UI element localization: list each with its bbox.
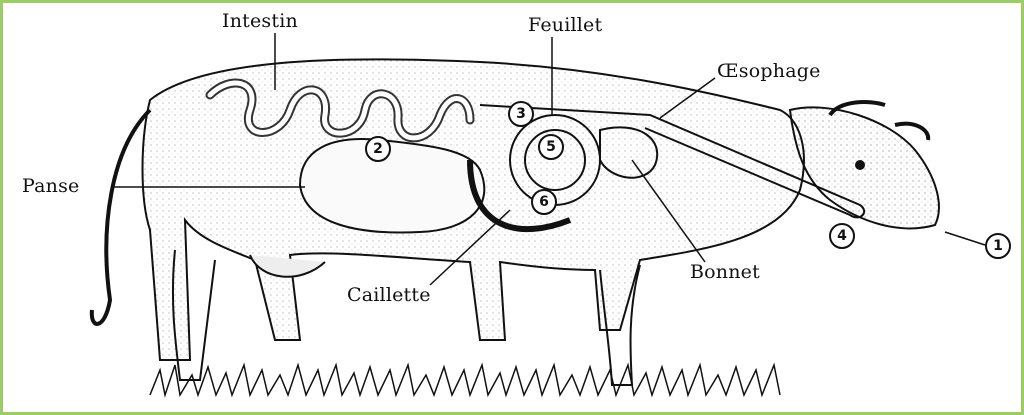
cow-eye [855, 160, 865, 170]
step-3-marker: 3 [508, 101, 534, 127]
step-4-marker: 4 [829, 223, 855, 249]
step-5-marker: 5 [538, 134, 564, 160]
tail [92, 110, 150, 324]
label-bonnet: Bonnet [690, 263, 760, 282]
step-6-marker: 6 [531, 189, 557, 215]
label-caillette: Caillette [347, 286, 431, 305]
step-1-marker: 1 [985, 233, 1011, 259]
leader-step-1 [945, 232, 985, 245]
label-intestin: Intestin [222, 12, 298, 31]
grass [150, 365, 780, 395]
label-panse: Panse [22, 177, 80, 196]
label-oesophage: Œsophage [717, 62, 821, 81]
label-feuillet: Feuillet [528, 16, 602, 35]
step-2-marker: 2 [365, 136, 391, 162]
rumen [300, 139, 484, 232]
